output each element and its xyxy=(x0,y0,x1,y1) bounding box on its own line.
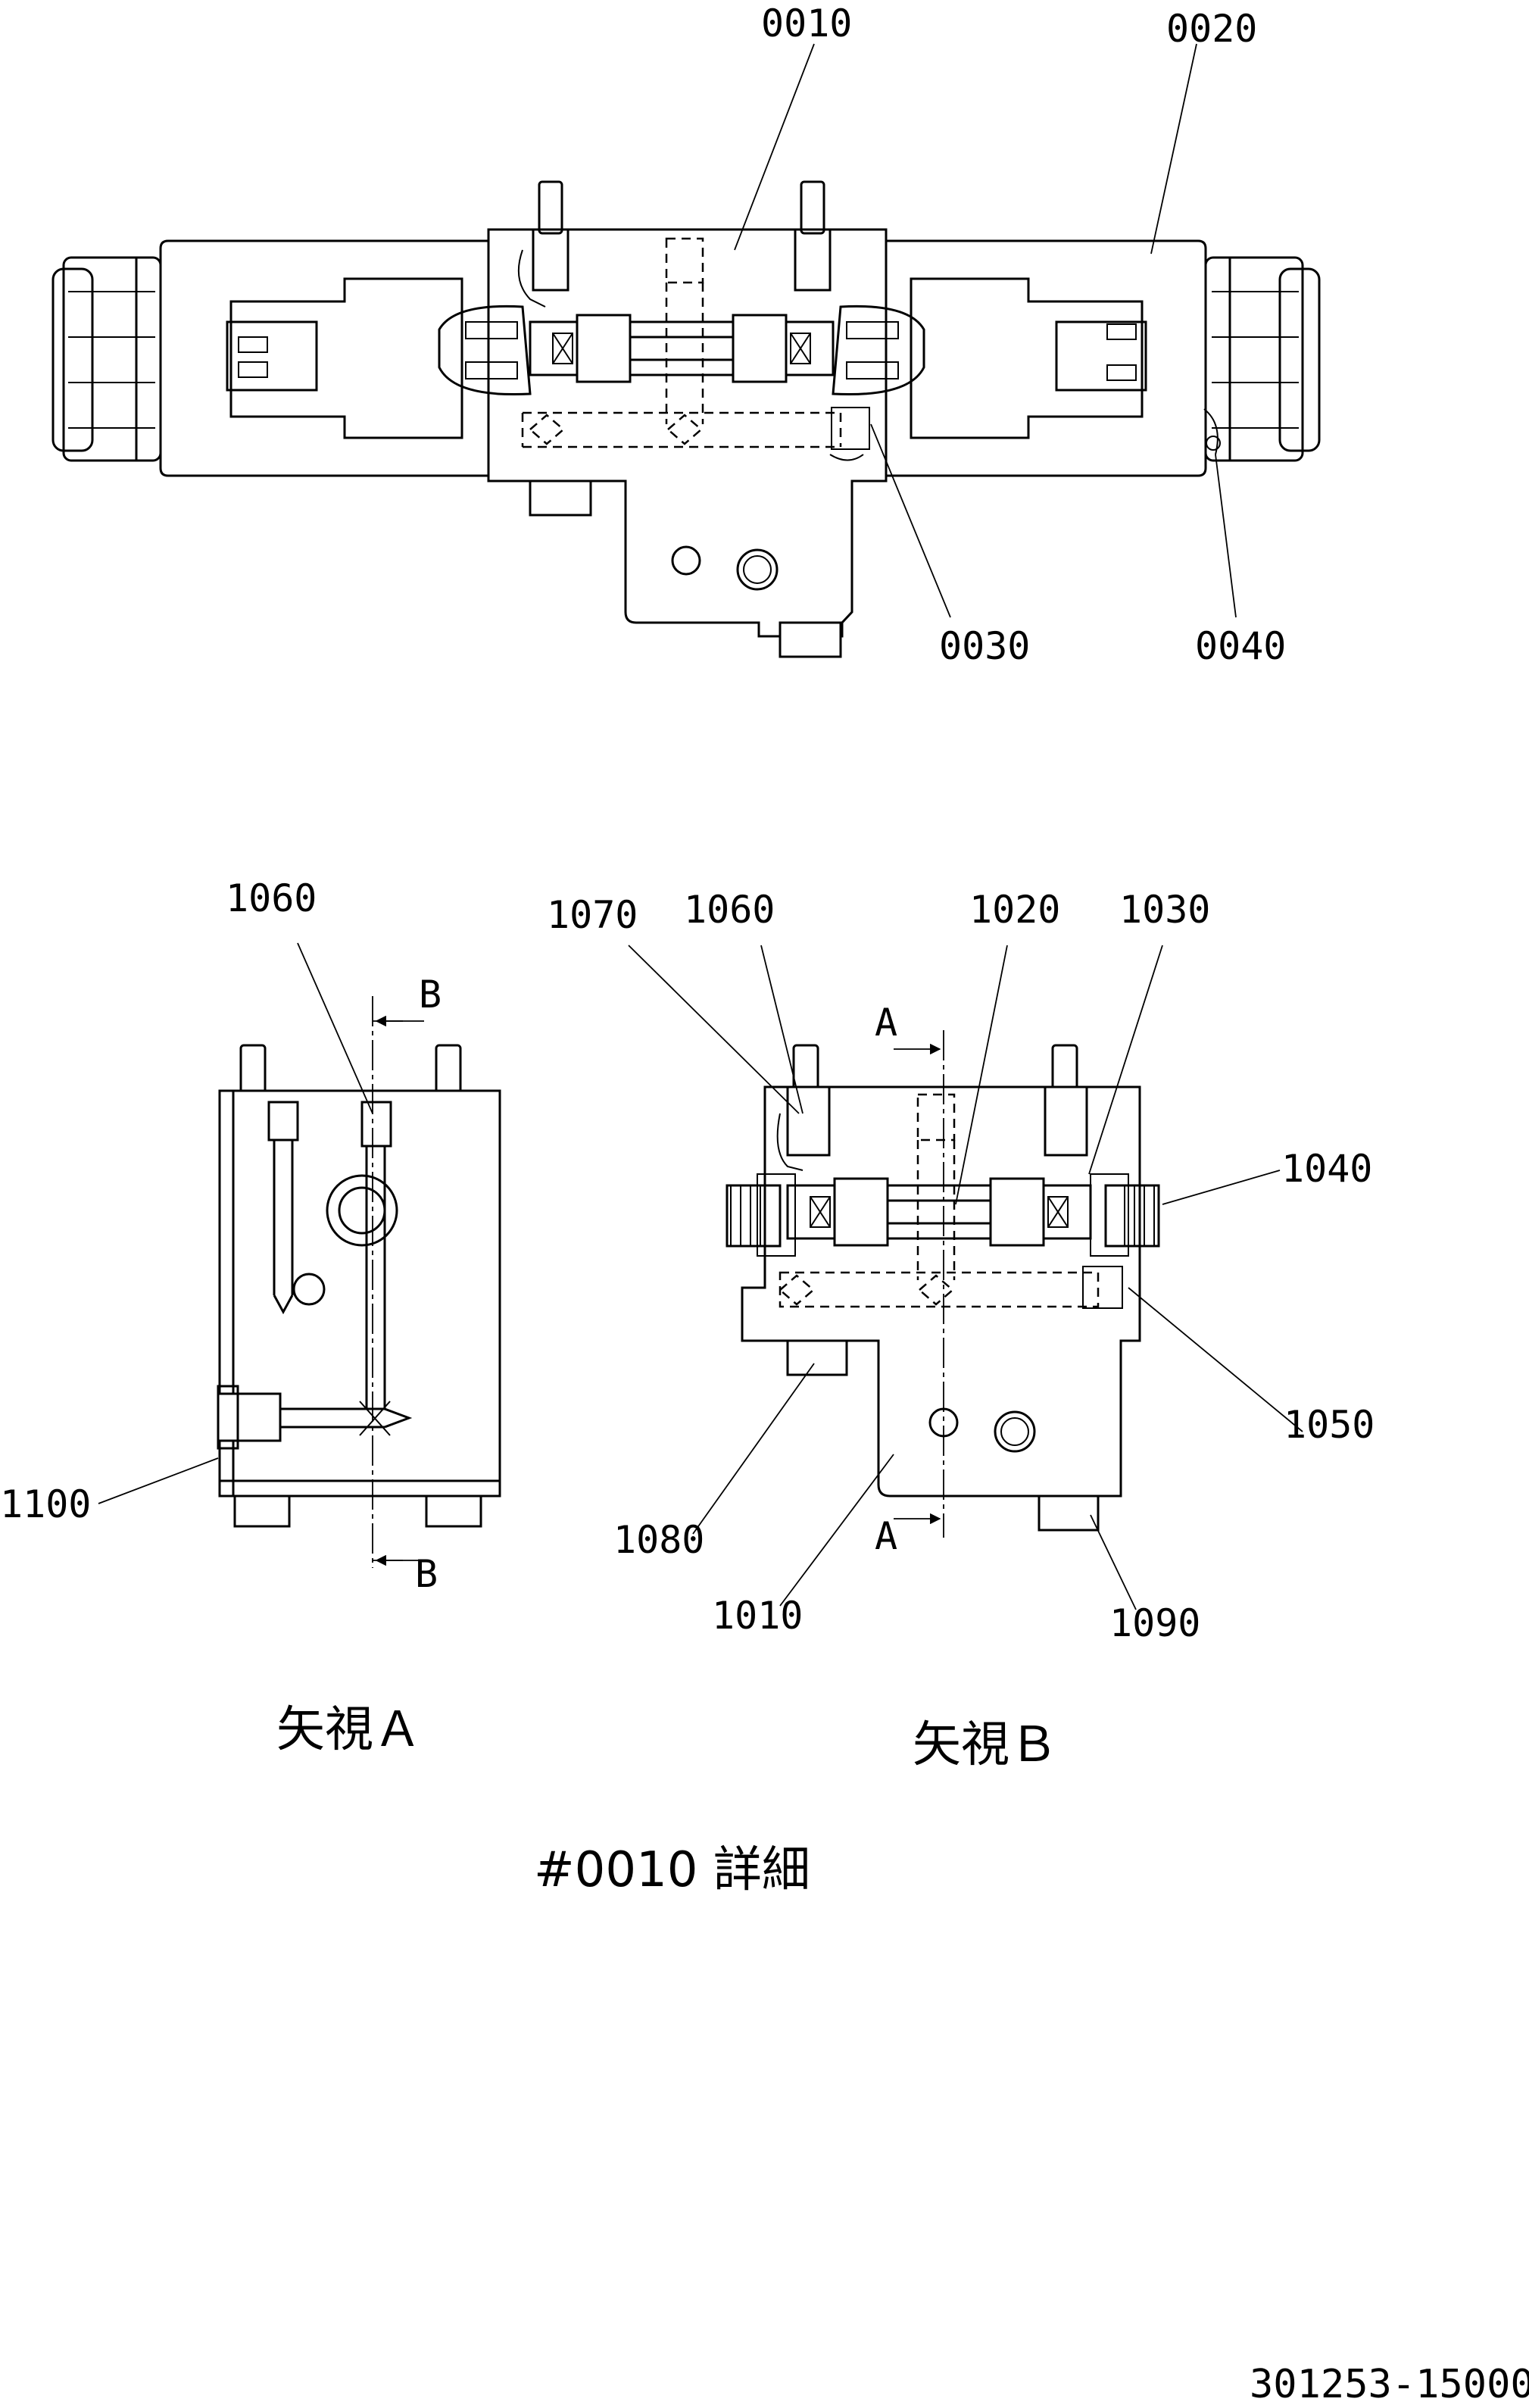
captions: 矢視Ａ 矢視Ｂ #0010 詳細 xyxy=(276,1702,1058,1898)
label-1010: 1010 xyxy=(712,1594,803,1638)
caption-view-a: 矢視Ａ xyxy=(276,1702,422,1758)
label-0020: 0020 xyxy=(1166,7,1257,51)
label-1030: 1030 xyxy=(1119,888,1210,932)
label-1080: 1080 xyxy=(613,1518,704,1562)
label-1060-view-b: 1060 xyxy=(684,888,775,932)
label-0030: 0030 xyxy=(939,624,1030,668)
section-mark-b-bottom: B xyxy=(415,1552,438,1596)
valve-assembly-top-view xyxy=(51,180,1321,658)
label-1040: 1040 xyxy=(1281,1147,1372,1191)
left-spring-seal xyxy=(438,305,532,396)
right-solenoid-housing xyxy=(885,239,1221,477)
label-1020: 1020 xyxy=(969,888,1060,932)
label-1050: 1050 xyxy=(1284,1403,1375,1447)
left-manual-knob xyxy=(51,256,162,462)
label-1090: 1090 xyxy=(1109,1601,1200,1645)
part-number-labels: 0010 0020 0030 0040 1060 1070 1060 1020 … xyxy=(0,2,1375,1645)
section-mark-a-top: A xyxy=(875,1001,897,1045)
view-a-drawing xyxy=(217,996,501,1568)
view-b-leader-lines xyxy=(628,945,1303,1610)
view-b-drawing xyxy=(725,1030,1160,1538)
view-a-leader-lines xyxy=(98,942,373,1504)
label-1070: 1070 xyxy=(547,893,638,937)
caption-detail: #0010 詳細 xyxy=(534,1842,810,1898)
document-number: 301253-15000 xyxy=(1250,2362,1529,2407)
left-spring xyxy=(725,1173,796,1257)
left-solenoid-housing xyxy=(159,239,490,477)
caption-view-b: 矢視Ｂ xyxy=(913,1717,1058,1773)
section-mark-b-top: B xyxy=(419,973,442,1017)
label-0010: 0010 xyxy=(761,2,852,45)
label-1060-view-a: 1060 xyxy=(226,876,317,920)
label-0040: 0040 xyxy=(1195,624,1286,668)
right-spring-seal xyxy=(832,305,925,396)
right-spring xyxy=(1090,1173,1160,1257)
section-mark-a-bottom: A xyxy=(875,1514,897,1558)
top-leader-lines xyxy=(734,43,1237,618)
valve-body-top xyxy=(438,180,925,658)
label-1100: 1100 xyxy=(0,1482,91,1526)
right-manual-knob xyxy=(1204,256,1321,462)
